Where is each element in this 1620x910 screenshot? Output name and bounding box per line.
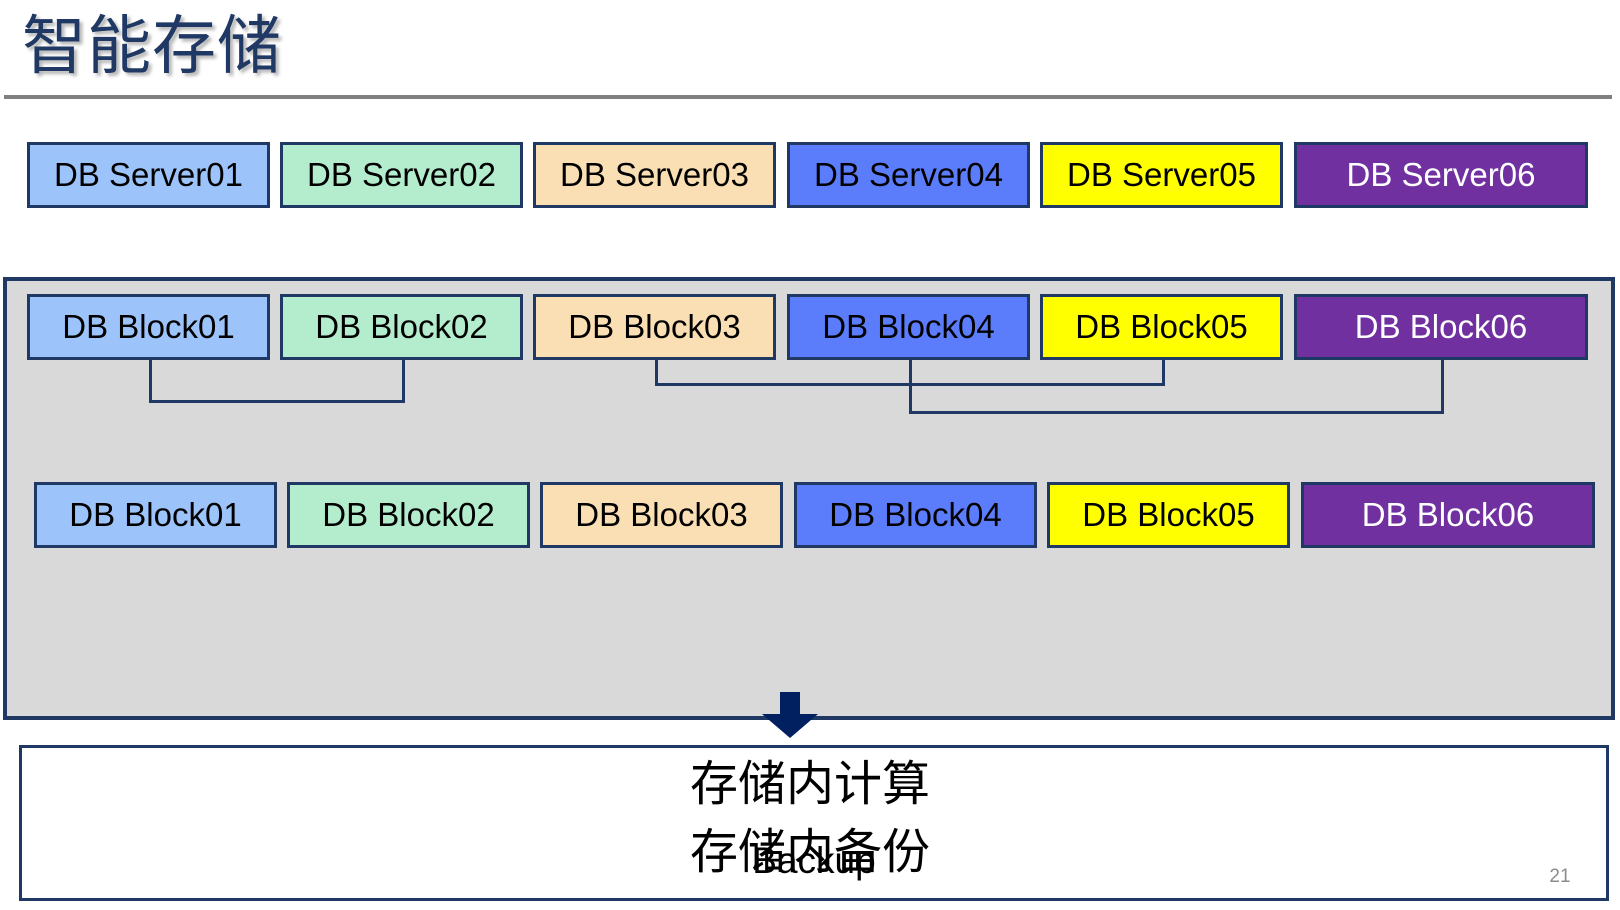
caption-line-1: 存储内计算 <box>689 758 930 811</box>
backup-block-box-label: DB Block03 <box>575 496 748 533</box>
db-server-box-4[interactable]: DB Server04 <box>787 142 1030 208</box>
connector-vertical-5 <box>1161 360 1165 386</box>
backup-block-box-5[interactable]: DB Block05 <box>1047 482 1290 548</box>
db-block-box-label: DB Block04 <box>822 308 995 345</box>
page-title: 智能存储 <box>22 10 282 82</box>
connector-vertical-7 <box>908 360 912 414</box>
connector-vertical-2 <box>401 360 405 403</box>
db-block-box-label: DB Block05 <box>1075 308 1248 345</box>
backup-block-box-4[interactable]: DB Block04 <box>794 482 1037 548</box>
db-block-box-2[interactable]: DB Block02 <box>280 294 523 360</box>
db-server-box-label: DB Server04 <box>814 156 1003 193</box>
backup-block-box-label: DB Block05 <box>1082 496 1255 533</box>
backup-block-box-label: DB Block02 <box>322 496 495 533</box>
db-server-box-2[interactable]: DB Server02 <box>280 142 523 208</box>
db-server-box-3[interactable]: DB Server03 <box>533 142 776 208</box>
db-block-box-6[interactable]: DB Block06 <box>1294 294 1588 360</box>
db-server-box-label: DB Server06 <box>1346 156 1536 193</box>
db-block-box-1[interactable]: DB Block01 <box>27 294 270 360</box>
db-block-box-4[interactable]: DB Block04 <box>787 294 1030 360</box>
backup-block-box-label: DB Block06 <box>1361 496 1535 533</box>
db-server-box-6[interactable]: DB Server06 <box>1294 142 1588 208</box>
db-server-box-label: DB Server03 <box>560 156 749 193</box>
db-server-box-label: DB Server02 <box>307 156 496 193</box>
storage-container: DB Block01 DB Block02 DB Block03 DB Block04… <box>3 277 1615 901</box>
db-block-box-3[interactable]: DB Block03 <box>533 294 776 360</box>
backup-block-box-label: DB Block01 <box>69 496 242 533</box>
db-server-box-label: DB Server05 <box>1067 156 1256 193</box>
connector-vertical-4 <box>654 360 658 386</box>
down-arrow-icon <box>762 692 818 738</box>
backup-block-box-2[interactable]: DB Block02 <box>287 482 530 548</box>
backup-block-box-1[interactable]: DB Block01 <box>34 482 277 548</box>
page-number: 21 <box>1549 866 1571 887</box>
db-block-box-label: DB Block02 <box>315 308 488 345</box>
connector-vertical-8 <box>1441 360 1444 414</box>
title-divider <box>4 95 1612 99</box>
db-block-box-label: DB Block06 <box>1354 308 1528 345</box>
backup-block-box-label: DB Block04 <box>829 496 1002 533</box>
db-block-box-5[interactable]: DB Block05 <box>1040 294 1283 360</box>
connector-vertical-1 <box>148 360 152 403</box>
db-block-box-label: DB Block01 <box>62 308 235 345</box>
db-server-box-1[interactable]: DB Server01 <box>27 142 270 208</box>
connector-horizontal-9 <box>908 411 1444 414</box>
backup-block-box-6[interactable]: DB Block06 <box>1301 482 1595 548</box>
backup-block-box-3[interactable]: DB Block03 <box>540 482 783 548</box>
backup-panel: DB Block01 DB Block02 DB Block03 DB Block04… <box>19 482 1609 901</box>
db-server-box-5[interactable]: DB Server05 <box>1040 142 1283 208</box>
backup-label: Backup <box>752 840 876 881</box>
db-block-box-label: DB Block03 <box>568 308 741 345</box>
connector-horizontal-3 <box>148 400 405 403</box>
db-server-box-label: DB Server01 <box>54 156 243 193</box>
caption-line-2: 存储内备份 <box>689 826 930 879</box>
